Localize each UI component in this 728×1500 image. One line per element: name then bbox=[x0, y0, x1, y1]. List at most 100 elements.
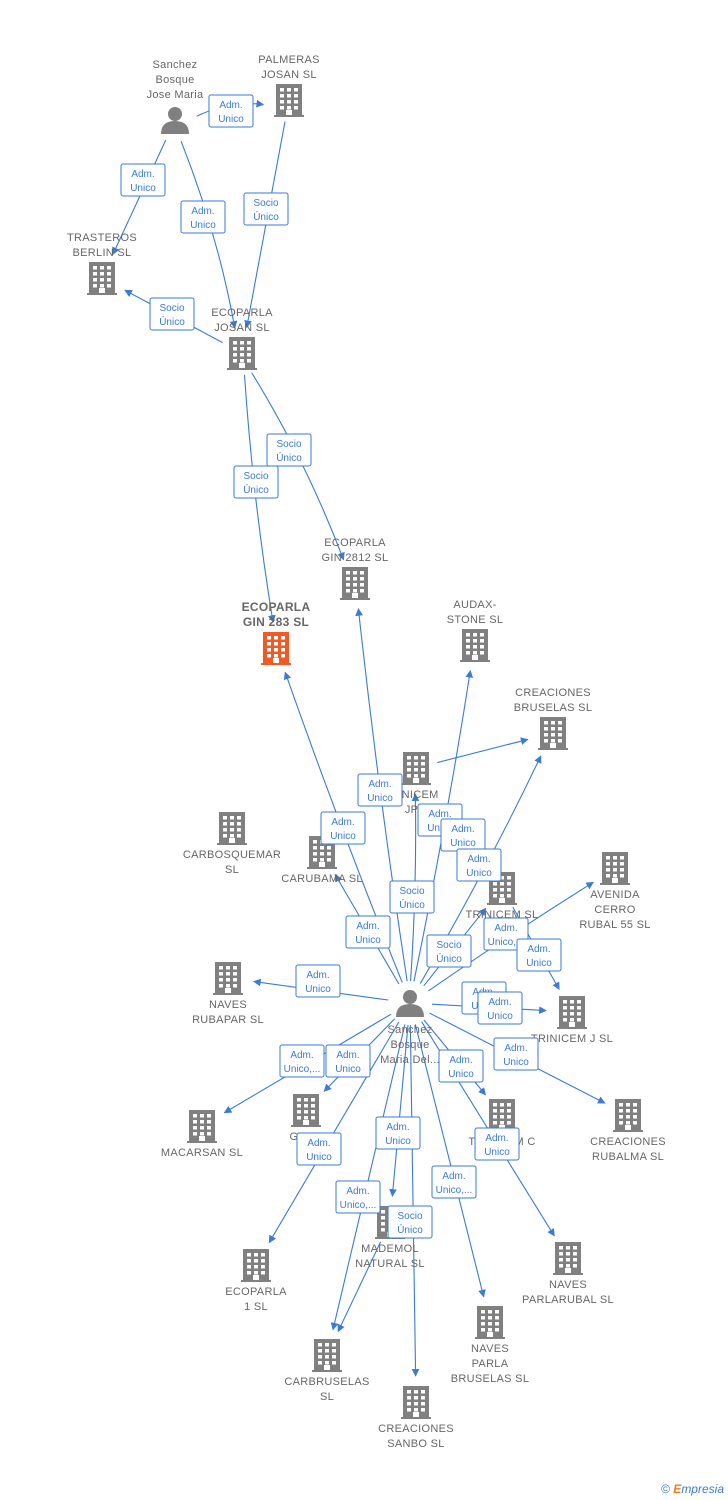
relation-tag-text: Único bbox=[436, 952, 462, 965]
relation-tag-text: Unico,... bbox=[488, 937, 525, 948]
building-icon bbox=[312, 1339, 342, 1372]
relation-tag-text: Adm. bbox=[131, 169, 154, 180]
footer-brand: © Empresia bbox=[661, 1482, 724, 1496]
relation-tag-text: Único bbox=[243, 483, 269, 496]
node-label: BERLIN SL bbox=[73, 247, 132, 259]
edge-sanchez_del-to-naves_parla_bruselas bbox=[414, 1024, 486, 1298]
building-icon bbox=[291, 1094, 321, 1127]
relation-tag-text: Unico bbox=[450, 838, 476, 849]
relation-tag-text: Adm. bbox=[494, 923, 517, 934]
building-icon bbox=[557, 996, 587, 1029]
node-label: CREACIONES bbox=[378, 1423, 454, 1435]
node-label: CARBRUSELAS bbox=[284, 1376, 369, 1388]
node-creaciones-sanbo[interactable]: CREACIONES SANBO SL bbox=[378, 1386, 454, 1450]
building-icon bbox=[340, 567, 370, 600]
relation-tag: Adm.Unico bbox=[120, 163, 166, 197]
edge-ecoparla_josan-to-ecoparla_283 bbox=[243, 374, 276, 623]
node-creaciones-rubalma[interactable]: CREACIONES RUBALMA SL bbox=[590, 1099, 666, 1163]
relation-tag: Adm.Unico bbox=[375, 1116, 421, 1150]
node-label: Bosque bbox=[155, 74, 194, 86]
node-label: Bosque bbox=[390, 1039, 429, 1051]
relation-tag-text: Unico,... bbox=[284, 1064, 321, 1075]
node-trinicem-j[interactable]: TRINICEM J SL bbox=[531, 996, 613, 1045]
node-label: ECOPARLA bbox=[324, 537, 386, 549]
relation-tag: Adm.Unico,... bbox=[279, 1044, 325, 1078]
node-audax[interactable]: AUDAX- STONE SL bbox=[447, 599, 504, 662]
relation-tag: Adm.Unico bbox=[474, 1127, 520, 1161]
node-label: TRINICEM J SL bbox=[531, 1033, 613, 1045]
node-macarsan[interactable]: MACARSAN SL bbox=[161, 1110, 243, 1159]
relation-tag-text: Adm. bbox=[336, 1050, 359, 1061]
edge-sanchez_jose-to-ecoparla_josan bbox=[180, 140, 238, 329]
node-label: MACARSAN SL bbox=[161, 1147, 243, 1159]
node-carubama[interactable]: CARUBAMA SL bbox=[281, 836, 363, 885]
node-label: Jose Maria bbox=[147, 89, 204, 101]
edge-sanchez_del-to-creaciones_sanbo bbox=[409, 1024, 420, 1377]
building-icon bbox=[401, 752, 431, 785]
relation-tag-text: Adm. bbox=[449, 1055, 472, 1066]
edge-unicem-to-creaciones_bruselas bbox=[437, 737, 529, 764]
node-label: NAVES bbox=[471, 1343, 509, 1355]
node-label: NAVES bbox=[209, 999, 247, 1011]
relation-tag: Adm.Unico bbox=[357, 773, 403, 807]
relation-tag-text: Unico bbox=[330, 831, 356, 842]
relation-tag-text: Unico bbox=[218, 114, 244, 125]
relation-tag: Adm.Unico,... bbox=[431, 1165, 477, 1199]
relation-tag-text: Unico bbox=[335, 1064, 361, 1075]
node-label: STONE SL bbox=[447, 614, 504, 626]
node-label: CERRO bbox=[594, 904, 635, 916]
relation-tag-text: Adm. bbox=[485, 1133, 508, 1144]
relation-tag-text: Único bbox=[397, 1223, 423, 1236]
relation-tag-text: Adm. bbox=[467, 854, 490, 865]
relation-tag: Adm.Unico bbox=[477, 991, 523, 1025]
node-label: CREACIONES bbox=[590, 1136, 666, 1148]
node-label: 1 SL bbox=[244, 1301, 268, 1313]
node-label: AUDAX- bbox=[453, 599, 496, 611]
relation-tag-text: Adm. bbox=[306, 970, 329, 981]
node-label: RUBAL 55 SL bbox=[579, 919, 650, 931]
node-label: CARBOSQUEMAR bbox=[183, 849, 281, 861]
relation-tag-text: Adm. bbox=[219, 100, 242, 111]
building-icon bbox=[538, 717, 568, 750]
relation-tag: Adm.Unico bbox=[438, 1049, 484, 1083]
brand-initial: E bbox=[673, 1482, 682, 1496]
relation-tag: Adm.Unico,... bbox=[335, 1180, 381, 1214]
relation-tag-text: Adm. bbox=[504, 1043, 527, 1054]
relation-tag: Adm.Unico bbox=[345, 915, 391, 949]
relation-tag: Adm.Unico bbox=[516, 938, 562, 972]
building-icon bbox=[261, 632, 291, 665]
node-label: RUBALMA SL bbox=[592, 1151, 664, 1163]
relation-tag: Adm.Unico bbox=[296, 1132, 342, 1166]
copyright-symbol: © bbox=[661, 1482, 670, 1496]
relation-tag-text: Socio bbox=[399, 886, 424, 897]
relation-tag: Adm. Unico bbox=[325, 1044, 371, 1078]
person-icon bbox=[161, 107, 189, 134]
relation-tag: Adm.Unico bbox=[493, 1037, 539, 1071]
building-icon bbox=[553, 1242, 583, 1275]
relation-tag: Adm.Unico bbox=[295, 964, 341, 998]
building-icon bbox=[613, 1099, 643, 1132]
node-label: Sanchez bbox=[153, 59, 198, 71]
edge-mademol-to-carbruselas bbox=[337, 1241, 382, 1333]
building-icon bbox=[187, 1110, 217, 1143]
node-label: CREACIONES bbox=[515, 687, 591, 699]
node-label: SANBO SL bbox=[387, 1438, 444, 1450]
